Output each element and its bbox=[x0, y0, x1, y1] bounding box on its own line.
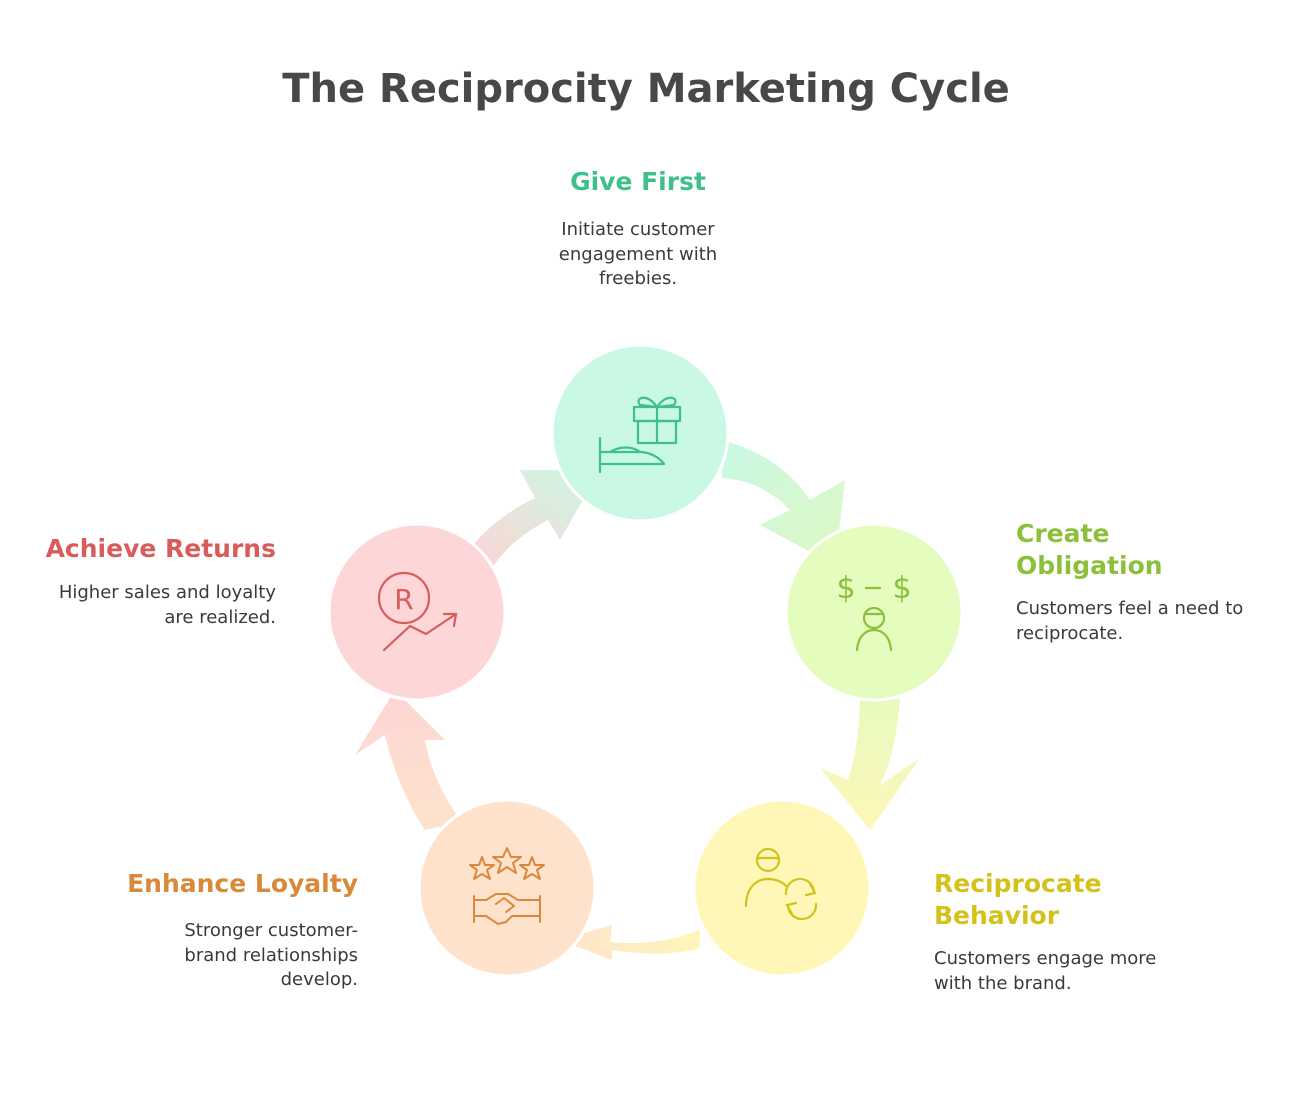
arrow-give-to-obligation bbox=[722, 440, 845, 565]
arrow-reciprocate-to-loyalty bbox=[560, 925, 700, 960]
step-title: Create Obligation bbox=[1016, 519, 1163, 580]
step-title: Enhance Loyalty bbox=[127, 869, 358, 898]
step-description: Stronger customer-brand relationships de… bbox=[184, 920, 358, 990]
step-title: Reciprocate Behavior bbox=[934, 869, 1102, 930]
gift-hand-icon bbox=[598, 396, 682, 474]
step-description: Customers feel a need to reciprocate. bbox=[1016, 598, 1244, 644]
circle-create-obligation bbox=[784, 522, 964, 702]
registered-trend-icon: R bbox=[377, 571, 458, 652]
step-description: Higher sales and loyalty are realized. bbox=[58, 582, 276, 628]
svg-text:$: $ bbox=[892, 571, 911, 606]
svg-text:R: R bbox=[394, 583, 413, 616]
circle-give-first bbox=[550, 343, 730, 523]
arrow-returns-to-give bbox=[470, 470, 600, 568]
circle-reciprocate-behavior bbox=[692, 798, 872, 978]
dollar-exchange-person-icon: $ $ bbox=[836, 571, 912, 652]
diagram-title: The Reciprocity Marketing Cycle bbox=[282, 66, 1010, 112]
circle-enhance-loyalty bbox=[417, 798, 597, 978]
step-description: Customers engage more with the brand. bbox=[934, 948, 1157, 994]
person-refresh-icon bbox=[744, 847, 818, 921]
arrow-obligation-to-reciprocate bbox=[820, 695, 920, 830]
step-description: Initiate customer engagement with freebi… bbox=[558, 219, 718, 289]
svg-text:$: $ bbox=[836, 571, 855, 606]
circle-achieve-returns bbox=[327, 522, 507, 702]
stars-handshake-icon bbox=[469, 847, 545, 925]
step-title: Achieve Returns bbox=[45, 534, 276, 563]
arrow-loyalty-to-returns bbox=[355, 690, 462, 830]
step-title: Give First bbox=[570, 167, 706, 196]
arrows bbox=[355, 440, 920, 960]
